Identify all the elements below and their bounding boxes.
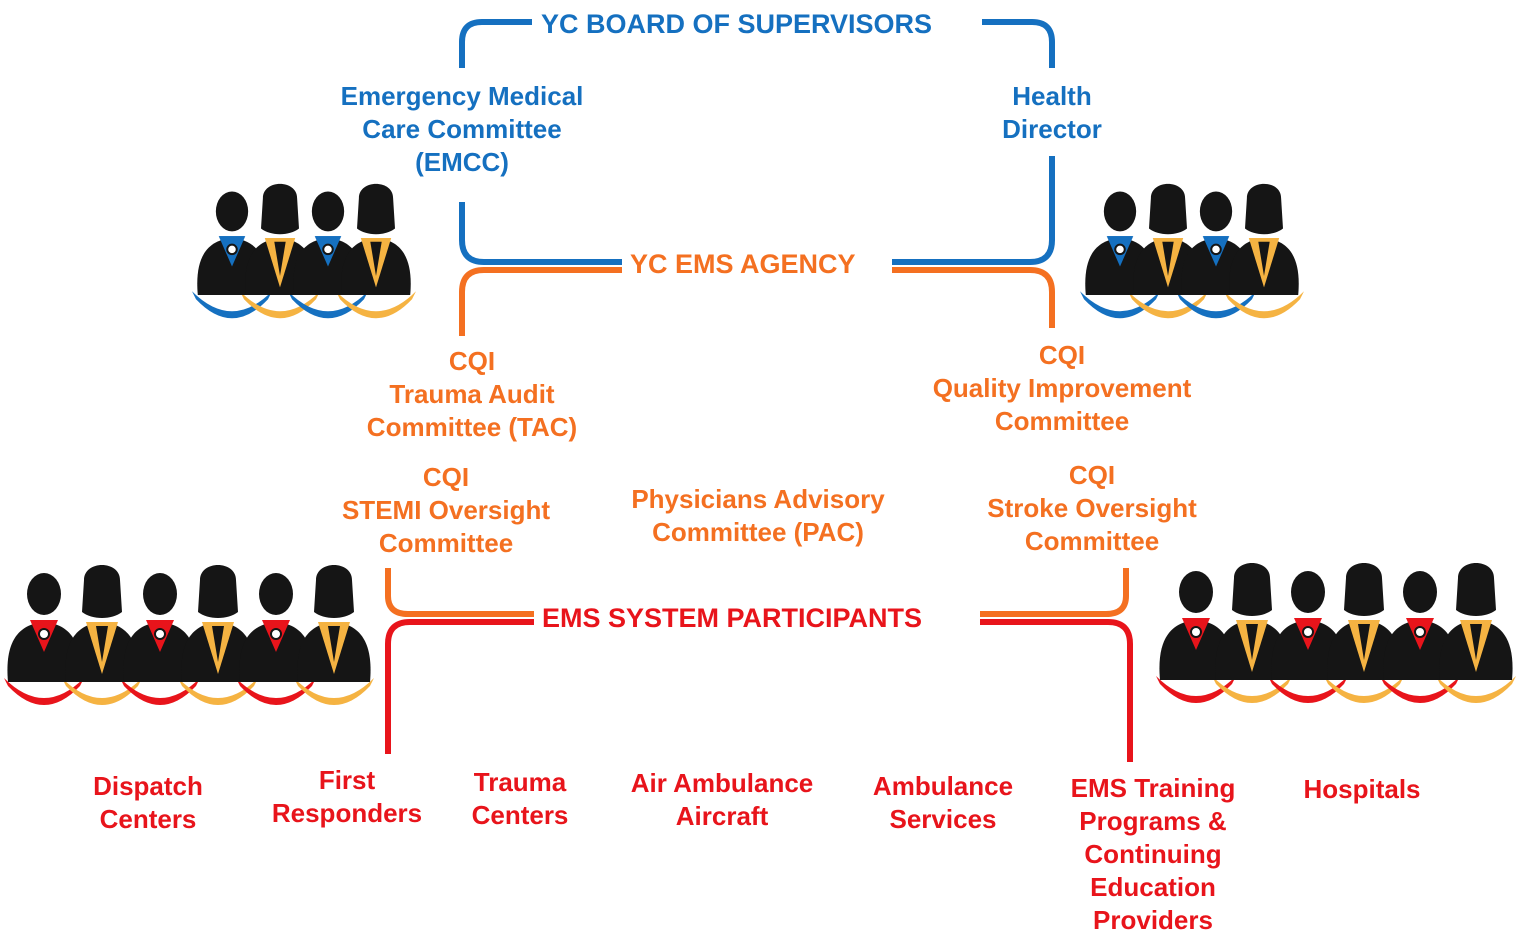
emcc-label: Emergency Medical Care Committee (EMCC) [340, 81, 584, 177]
physicians-advisory-committee-label: Physicians Advisory Committee (PAC) [631, 484, 885, 547]
connector-stroke-participants [980, 568, 1129, 617]
badge-icon [226, 243, 238, 256]
connector-agency-trauma [459, 267, 624, 336]
badge-icon [38, 628, 50, 640]
stemi-oversight-committee-label: CQI STEMI Oversight Committee [341, 462, 551, 558]
connector-participants-left [385, 619, 534, 754]
person-icon [297, 565, 371, 682]
connector-emcc-agency [459, 202, 624, 265]
trauma-audit-committee-label: CQI Trauma Audit Committee (TAC) [366, 346, 578, 442]
participant-air-ambulance-aircraft: Air Ambulance Aircraft [630, 768, 814, 831]
participant-hospitals: Hospitals [1303, 774, 1421, 804]
badge-icon [270, 628, 282, 640]
connector-board-emcc [459, 19, 532, 68]
health-director-label: Health Director [1002, 81, 1102, 144]
participant-first-responders: First Responders [271, 765, 423, 828]
ems-system-participants-header: EMS SYSTEM PARTICIPANTS [534, 602, 931, 634]
badge-icon [154, 628, 166, 640]
people-group-icon [1080, 183, 1304, 319]
person-icon [341, 183, 411, 295]
connector-agency-quality [892, 267, 1055, 328]
person-icon [1439, 563, 1513, 680]
person-icon [1229, 183, 1299, 295]
participant-trauma-centers: Trauma Centers [471, 767, 569, 830]
participant-dispatch-centers: Dispatch Centers [93, 771, 203, 834]
connector-participants-right [980, 619, 1133, 762]
connector-health-agency [892, 156, 1055, 265]
ems-agency-header: YC EMS AGENCY [622, 248, 864, 280]
badge-icon [1414, 626, 1426, 638]
badge-icon [1210, 243, 1222, 256]
badge-icon [1302, 626, 1314, 638]
badge-icon [1114, 243, 1126, 256]
people-group-icon [192, 183, 416, 319]
participant-ems-training-programs: EMS Training Programs & Continuing Educa… [1070, 773, 1236, 935]
badge-icon [322, 243, 334, 256]
connector-stemi-participants [385, 568, 534, 617]
people-group-icon [4, 565, 374, 705]
quality-improvement-committee-label: CQI Quality Improvement Committee [932, 340, 1192, 436]
badge-icon [1190, 626, 1202, 638]
stroke-oversight-committee-label: CQI Stroke Oversight Committee [987, 460, 1197, 556]
board-of-supervisors-header: YC BOARD OF SUPERVISORS [533, 8, 941, 40]
connector-board-health [982, 19, 1055, 68]
people-group-icon [1156, 563, 1516, 703]
participant-ambulance-services: Ambulance Services [872, 771, 1014, 834]
